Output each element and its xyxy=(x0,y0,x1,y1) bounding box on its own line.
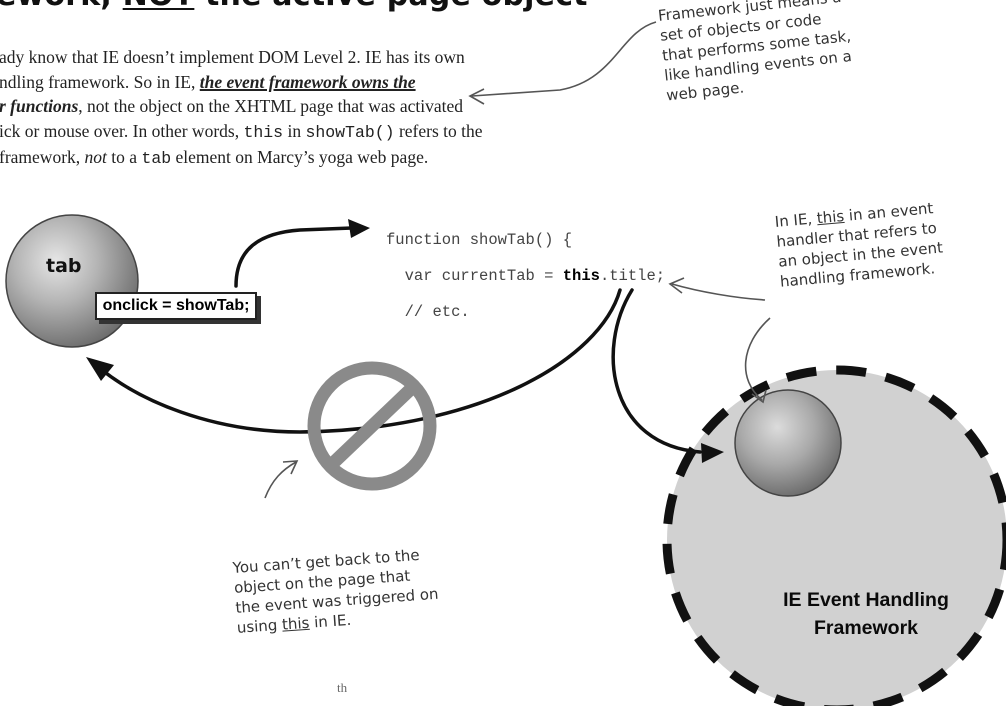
body-line-5: framework, xyxy=(0,147,85,167)
body-emphasis-2: r functions xyxy=(0,96,79,116)
body-line-3: , not the object on the XHTML page that … xyxy=(78,96,463,116)
code-line-2b: .title; xyxy=(599,267,666,285)
pointer-ie-note-to-this xyxy=(668,277,766,301)
page-heading: ework, NOT the active page object xyxy=(0,0,588,13)
body-emphasis-1: the event framework owns the xyxy=(199,71,416,92)
heading-before: ework, xyxy=(0,0,123,13)
code-line-2: var currentTab = xyxy=(386,267,563,285)
pointer-cant-note xyxy=(264,460,299,499)
note-ie-this: In IE, this in an event handler that ref… xyxy=(774,198,945,292)
framework-label: IE Event Handling Framework xyxy=(776,586,956,642)
code-line-1: function showTab() { xyxy=(386,231,573,249)
code-this: this xyxy=(243,122,284,142)
framework-object-ball xyxy=(734,389,842,497)
code-tab: tab xyxy=(141,149,172,168)
page-number: th xyxy=(337,680,348,695)
tab-ball xyxy=(5,214,139,348)
note-this-underlined: this xyxy=(816,206,845,228)
body-italic-not: not xyxy=(84,147,107,167)
heading-after: the active page object xyxy=(194,0,588,13)
pointer-ie-note-to-ball xyxy=(744,317,771,404)
tab-label: tab xyxy=(46,255,82,277)
arrow-tab-to-function xyxy=(234,219,370,288)
pointer-framework-note xyxy=(468,21,657,105)
framework-label-line-2: Framework xyxy=(813,617,919,639)
note-cant-get-back: You can’t get back to the object on the … xyxy=(232,544,441,638)
body-line-5c: element on Marcy’s yoga web page. xyxy=(171,147,429,167)
body-line-5b: to a xyxy=(106,147,142,167)
no-symbol xyxy=(307,361,437,491)
body-line-4: ick or mouse over. In other words, xyxy=(0,120,244,141)
heading-not: NOT xyxy=(123,0,195,13)
body-line-4c: refers to the xyxy=(394,120,483,141)
framework-label-line-1: IE Event Handling xyxy=(783,589,949,611)
code-showtab: showTab() xyxy=(305,122,395,142)
body-line-1: ady know that IE doesn’t implement DOM L… xyxy=(0,47,465,67)
note-line: in IE. xyxy=(308,610,352,632)
code-line-3: // etc. xyxy=(386,303,470,321)
note-line: In IE, xyxy=(774,209,818,231)
body-line-4b: in xyxy=(283,120,306,141)
onclick-handler-box: onclick = showTab; xyxy=(95,292,257,320)
arrow-this-to-framework xyxy=(611,288,724,463)
body-paragraph: ady know that IE doesn’t implement DOM L… xyxy=(0,45,559,172)
note-this-underlined: this xyxy=(281,613,311,634)
arrow-this-back-to-tab xyxy=(86,288,622,434)
code-block: function showTab() { var currentTab = th… xyxy=(386,222,665,330)
body-line-2: ndling framework. So in IE, xyxy=(0,71,200,92)
note-line: using xyxy=(236,615,283,637)
code-this-keyword: this xyxy=(562,267,600,285)
